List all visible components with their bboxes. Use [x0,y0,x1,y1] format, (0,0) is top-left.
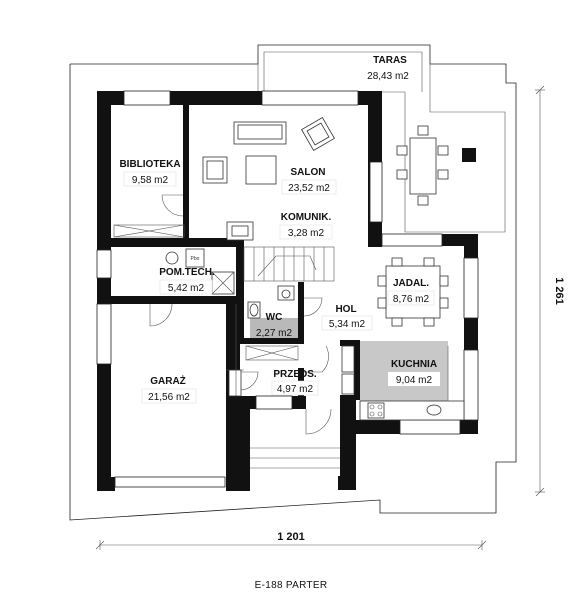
wardrobe [113,224,299,361]
drawing-title: E-188 PARTER [255,580,328,591]
kitchen-floor [360,341,448,401]
tech-room-fixtures: Pbo [165,248,235,295]
przeds-area: 4,97 m2 [277,384,314,395]
garaz-area: 21,56 m2 [148,392,190,403]
plot-outline [69,44,517,521]
kuchnia-area: 9,04 m2 [396,375,433,386]
komunik-name: KOMUNIK. [281,212,332,223]
przeds-name: PRZEDS. [273,369,317,380]
kuchnia-name: KUCHNIA [391,359,437,370]
entrance-steps [250,447,340,469]
width-dimension [95,540,487,550]
width-label: 1 201 [277,531,305,543]
wc-name: WC [266,312,283,323]
jadal-area: 8,76 m2 [393,294,430,305]
salon-name: SALON [291,167,326,178]
salon-area: 23,52 m2 [288,183,330,194]
doors [149,194,332,435]
depth-dimension [535,85,545,497]
windows [96,90,479,488]
terrace-table [396,125,476,206]
kitchen-fixtures [341,345,465,421]
wc-floor [250,318,298,338]
staircase [243,246,335,282]
pomtech-name: POM.TECH. [159,267,215,278]
salon-furniture [202,117,335,241]
biblioteka-area: 9,58 m2 [132,175,169,186]
biblioteka-name: BIBLIOTEKA [119,159,180,170]
wc-fixtures [247,285,295,319]
depth-label: 1 261 [553,277,565,305]
boiler-label: Pbo [191,256,200,262]
taras-name: TARAS [373,55,407,66]
room-labels: TARAS 28,43 m2 BIBLIOTEKA 9,58 m2 SALON … [119,55,440,404]
pomtech-area: 5,42 m2 [168,283,205,294]
wc-area: 2,27 m2 [256,328,293,339]
taras-area: 28,43 m2 [367,71,409,82]
jadal-name: JADAL. [393,278,429,289]
hol-name: HOL [335,304,356,315]
hol-area: 5,34 m2 [329,319,366,330]
garaz-name: GARAŻ [150,374,186,387]
komunik-area: 3,28 m2 [288,228,325,239]
